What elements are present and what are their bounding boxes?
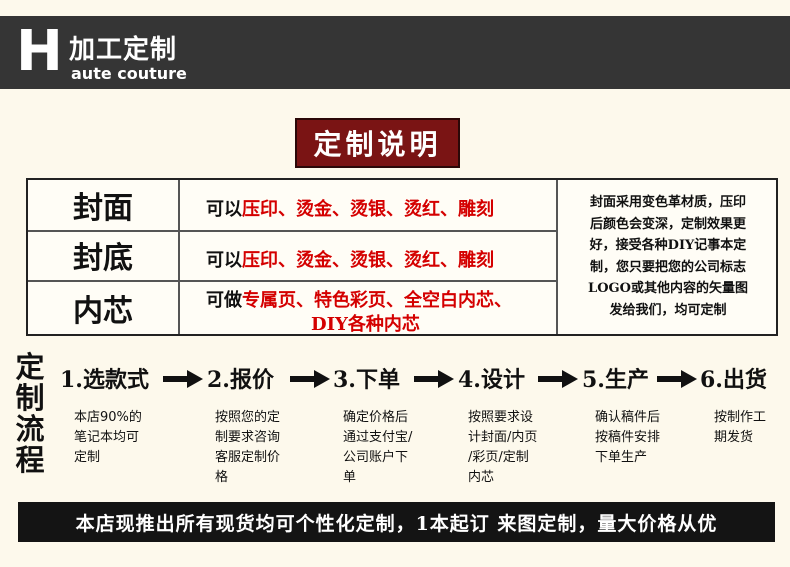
arrow-right-icon — [163, 370, 203, 388]
desc-line: 通过支付宝/ — [343, 430, 413, 445]
page-title-box: 定制说明 — [295, 118, 460, 168]
note-line: 发给我们，均可定制 — [609, 302, 727, 318]
desc-line: 按稿件安排 — [595, 430, 661, 445]
desc-line: 内芯 — [468, 470, 495, 485]
header-band: H 加工定制 aute couture — [0, 16, 790, 89]
step-3-desc: 确定价格后 通过支付宝/ 公司账户下 单 — [343, 408, 412, 488]
row-label-cover: 封面 — [73, 191, 133, 226]
row-highlight: DIY各种内芯 — [311, 314, 420, 335]
step-6-title: 6.出货 — [700, 367, 767, 393]
table-divider — [556, 180, 558, 334]
arrow-right-icon — [657, 370, 697, 388]
desc-line: 按制作工 — [714, 410, 767, 425]
desc-line: 确定价格后 — [343, 410, 409, 425]
table-divider — [28, 230, 556, 232]
note-line: 后颜色会变深，定制效果更 — [589, 216, 746, 232]
table-divider — [28, 280, 556, 282]
process-label-char: 制 — [15, 381, 45, 415]
row-text-cover: 可以压印、烫金、烫银、烫红、雕刻 — [206, 195, 494, 221]
desc-line: 确认稿件后 — [595, 410, 661, 425]
desc-line: 下单生产 — [595, 450, 648, 465]
process-label-char: 流 — [15, 412, 45, 446]
desc-line: 按照要求设 — [468, 410, 534, 425]
desc-line: 期发货 — [714, 430, 754, 445]
desc-line: 格 — [215, 470, 229, 485]
desc-line: 定制 — [74, 450, 101, 465]
step-1-desc: 本店90%的 笔记本均可 定制 — [74, 408, 142, 468]
step-6-desc: 按制作工 期发货 — [714, 408, 766, 448]
row-highlight: 压印、烫金、烫银、烫红、雕刻 — [242, 250, 494, 271]
desc-line: 客服定制价 — [215, 450, 281, 465]
desc-line: 公司账户下 — [343, 450, 409, 465]
note-line: 封面采用变色革材质，压印 — [589, 195, 746, 210]
step-4-desc: 按照要求设 计封面/内页 /彩页/定制 内芯 — [468, 408, 537, 488]
process-label-char: 定 — [15, 350, 45, 384]
process-label: 定 制 流 程 — [12, 352, 48, 476]
note-line: 好，接受各种DIY记事本定 — [589, 238, 747, 253]
desc-line: 本店90%的 — [74, 410, 142, 425]
arrow-right-icon — [538, 370, 578, 388]
row-text-inner-line2: DIY各种内芯 — [311, 310, 420, 336]
row-label-back: 封底 — [73, 241, 133, 276]
footer-text: 本店现推出所有现货均可个性化定制，1本起订 来图定制，量大价格从优 — [75, 512, 718, 535]
row-text-back: 可以压印、烫金、烫银、烫红、雕刻 — [206, 246, 494, 272]
row-prefix: 可做 — [206, 290, 242, 311]
desc-line: 计封面/内页 — [468, 430, 538, 445]
desc-line: /彩页/定制 — [468, 450, 529, 465]
step-1-title: 1.选款式 — [60, 367, 149, 393]
row-highlight: 专属页、特色彩页、全空白内芯、 — [242, 290, 512, 311]
customization-table: 封面 封底 内芯 可以压印、烫金、烫银、烫红、雕刻 可以压印、烫金、烫银、烫红、… — [26, 178, 778, 336]
page-title: 定制说明 — [313, 128, 442, 161]
note-line: 制，您只要把您的公司标志 — [589, 259, 746, 275]
step-2-desc: 按照您的定 制要求咨询 客服定制价 格 — [215, 408, 280, 488]
header-title: 加工定制 — [69, 35, 178, 65]
row-prefix: 可以 — [206, 199, 242, 220]
row-prefix: 可以 — [206, 250, 242, 271]
step-3-title: 3.下单 — [333, 367, 400, 393]
row-label-inner: 内芯 — [73, 294, 133, 329]
process-label-char: 程 — [15, 443, 45, 477]
footer-band: 本店现推出所有现货均可个性化定制，1本起订 来图定制，量大价格从优 — [18, 502, 775, 542]
desc-line: 按照您的定 — [215, 410, 281, 425]
step-5-desc: 确认稿件后 按稿件安排 下单生产 — [595, 408, 660, 468]
desc-line: 制要求咨询 — [215, 430, 281, 445]
material-note: 封面采用变色革材质，压印 后颜色会变深，定制效果更 好，接受各种DIY记事本定 … — [558, 192, 778, 321]
step-2-title: 2.报价 — [207, 367, 274, 393]
header-subtitle: aute couture — [71, 64, 187, 83]
arrow-right-icon — [290, 370, 330, 388]
desc-line: 单 — [343, 470, 357, 485]
step-5-title: 5.生产 — [582, 367, 649, 393]
table-divider — [178, 180, 180, 334]
header-letter: H — [16, 19, 63, 84]
desc-line: 笔记本均可 — [74, 430, 140, 445]
row-text-inner: 可做专属页、特色彩页、全空白内芯、 — [206, 286, 512, 312]
row-highlight: 压印、烫金、烫银、烫红、雕刻 — [242, 199, 494, 220]
step-4-title: 4.设计 — [458, 367, 525, 393]
arrow-right-icon — [414, 370, 454, 388]
note-line: LOGO或其他内容的矢量图 — [588, 281, 748, 296]
